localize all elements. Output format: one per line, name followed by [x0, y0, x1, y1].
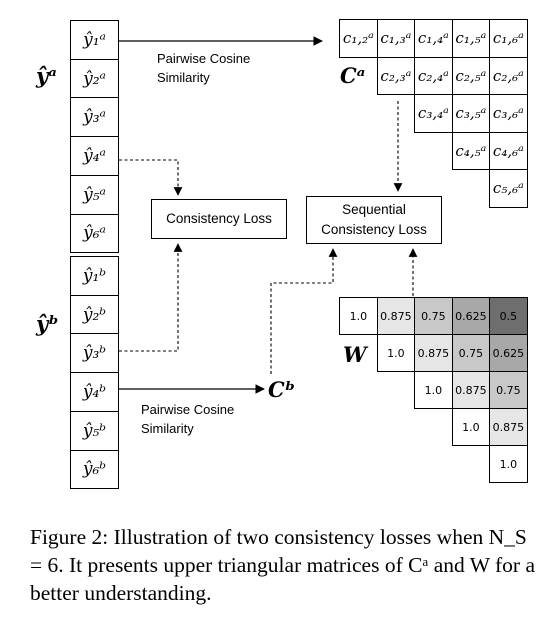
y-hat-a-element-2: ŷ₂ᵃ: [70, 58, 119, 99]
pairwise-top-line-2: Similarity: [157, 70, 210, 85]
ca-cell: c₂,₃ᵃ: [376, 56, 416, 96]
consistency-loss-label: Consistency Loss: [166, 211, 272, 226]
pairwise-cosine-label-bottom: Pairwise Cosine Similarity: [141, 400, 234, 438]
pairwise-top-line-1: Pairwise Cosine: [157, 51, 251, 66]
y-hat-b-element-1: ŷ₁ᵇ: [70, 256, 119, 296]
y-hat-b-element-2: ŷ₂ᵇ: [70, 294, 119, 335]
pairwise-bottom-line-1: Pairwise Cosine: [141, 402, 235, 417]
w-cell: 0.625: [451, 297, 491, 336]
y-hat-b-element-3: ŷ₃ᵇ: [70, 333, 119, 374]
ca-cell: c₁,₂ᵃ: [339, 19, 378, 58]
pairwise-cosine-label-top: Pairwise Cosine Similarity: [157, 49, 250, 87]
w-cell: 1.0: [489, 445, 528, 484]
y-hat-a-element-1: ŷ₁ᵃ: [70, 20, 119, 60]
w-cell: 0.875: [414, 334, 453, 373]
ca-cell: c₃,₅ᵃ: [451, 94, 491, 133]
y-hat-a-element-4: ŷ₄ᵃ: [70, 136, 119, 176]
arrow-y3b-to-consistency: [119, 243, 183, 352]
consistency-loss-box: Consistency Loss: [151, 199, 287, 239]
figure-caption: Figure 2: Illustration of two consistenc…: [30, 525, 535, 605]
symbol-y-hat-b: ŷᵇ: [36, 311, 59, 336]
ca-cell: c₂,₅ᵃ: [451, 56, 491, 96]
ca-cell: c₅,₆ᵃ: [489, 169, 528, 208]
y-hat-b-element-4: ŷ₄ᵇ: [70, 372, 119, 412]
ca-cell: c₁,₆ᵃ: [489, 19, 528, 58]
y-hat-b-element-6: ŷ₆ᵇ: [70, 449, 119, 490]
ca-cell: c₁,₄ᵃ: [414, 19, 453, 58]
w-cell: 0.875: [489, 408, 528, 447]
w-cell: 0.75: [489, 371, 528, 410]
y-hat-a-element-6: ŷ₆ᵃ: [70, 213, 119, 254]
w-cell: 1.0: [451, 408, 491, 447]
y-hat-b-element-5: ŷ₅ᵇ: [70, 410, 119, 451]
sequential-loss-line-1: Sequential: [342, 202, 406, 217]
symbol-w: W: [343, 342, 367, 367]
symbol-c-b: Cᵇ: [268, 377, 296, 402]
ca-cell: c₃,₆ᵃ: [489, 94, 528, 133]
ca-cell: c₄,₆ᵃ: [489, 131, 528, 171]
w-cell: 0.625: [489, 334, 528, 373]
w-cell: 1.0: [414, 371, 453, 410]
ca-cell: c₁,₃ᵃ: [376, 19, 416, 58]
w-cell: 0.875: [451, 371, 491, 410]
w-cell: 0.75: [414, 297, 453, 336]
w-cell: 0.5: [489, 297, 528, 336]
pairwise-bottom-line-2: Similarity: [141, 421, 194, 436]
arrow-cb-to-sequential: [270, 248, 338, 374]
symbol-y-hat-a: ŷᵃ: [36, 63, 57, 88]
w-cell: 0.75: [451, 334, 491, 373]
w-cell: 1.0: [376, 334, 416, 373]
w-cell: 1.0: [339, 297, 378, 336]
symbol-c-a: Cᵃ: [340, 63, 366, 88]
sequential-loss-line-2: Consistency Loss: [321, 222, 427, 237]
w-cell: 0.875: [376, 297, 416, 336]
sequential-consistency-loss-box: Sequential Consistency Loss: [306, 196, 442, 244]
ca-cell: c₂,₆ᵃ: [489, 56, 528, 96]
y-hat-a-element-3: ŷ₃ᵃ: [70, 97, 119, 138]
arrow-y4a-to-consistency: [119, 159, 183, 196]
ca-cell: c₃,₄ᵃ: [414, 94, 453, 133]
